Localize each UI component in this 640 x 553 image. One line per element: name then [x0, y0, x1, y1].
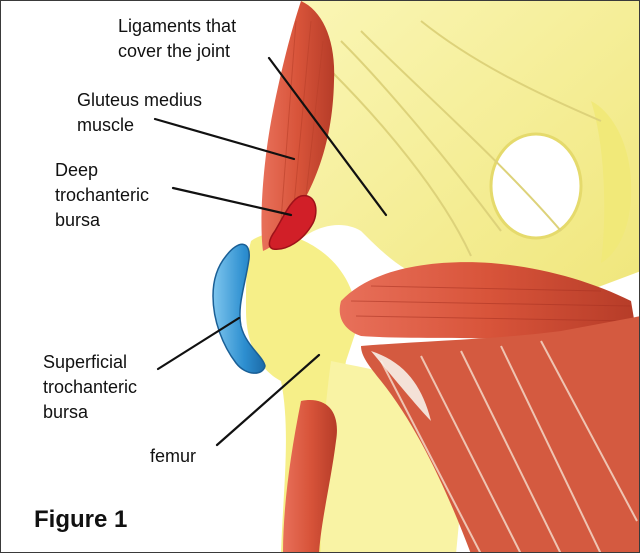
ligaments-label-line2: cover the joint [118, 40, 230, 63]
ligaments-label-line1: Ligaments that [118, 15, 236, 38]
femur-label: femur [150, 445, 196, 468]
superficial-bursa-label-line1: Superficial [43, 351, 127, 374]
gluteus-label-line2: muscle [77, 114, 134, 137]
deep-bursa-label-line3: bursa [55, 209, 100, 232]
deep-bursa-label-line1: Deep [55, 159, 98, 182]
superficial-bursa-label-line2: trochanteric [43, 376, 137, 399]
deep-bursa-label-line2: trochanteric [55, 184, 149, 207]
superficial-bursa-label-line3: bursa [43, 401, 88, 424]
gluteus-label-line1: Gluteus medius [77, 89, 202, 112]
figure-caption: Figure 1 [34, 506, 127, 534]
obturator-foramen [491, 134, 581, 238]
